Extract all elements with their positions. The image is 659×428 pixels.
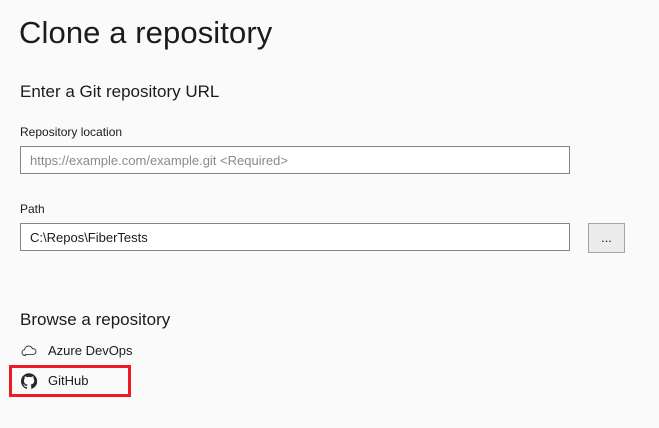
provider-label-github: GitHub (48, 373, 89, 388)
page-title: Clone a repository (19, 15, 273, 50)
repository-location-input[interactable] (20, 146, 570, 174)
path-input[interactable] (20, 223, 570, 251)
github-icon (20, 372, 38, 390)
provider-item-github[interactable]: GitHub (9, 365, 131, 397)
ellipsis-browse-button[interactable]: ... (588, 223, 625, 253)
cloud-icon (20, 342, 38, 360)
provider-label-azure-devops: Azure DevOps (48, 343, 133, 358)
provider-item-azure-devops[interactable]: Azure DevOps (12, 338, 312, 364)
section-heading-browse-repository: Browse a repository (20, 310, 171, 329)
path-label: Path (20, 202, 45, 216)
repository-provider-list: Azure DevOps GitHub (9, 338, 312, 398)
section-heading-enter-url: Enter a Git repository URL (20, 82, 220, 101)
repository-location-label: Repository location (20, 125, 123, 139)
